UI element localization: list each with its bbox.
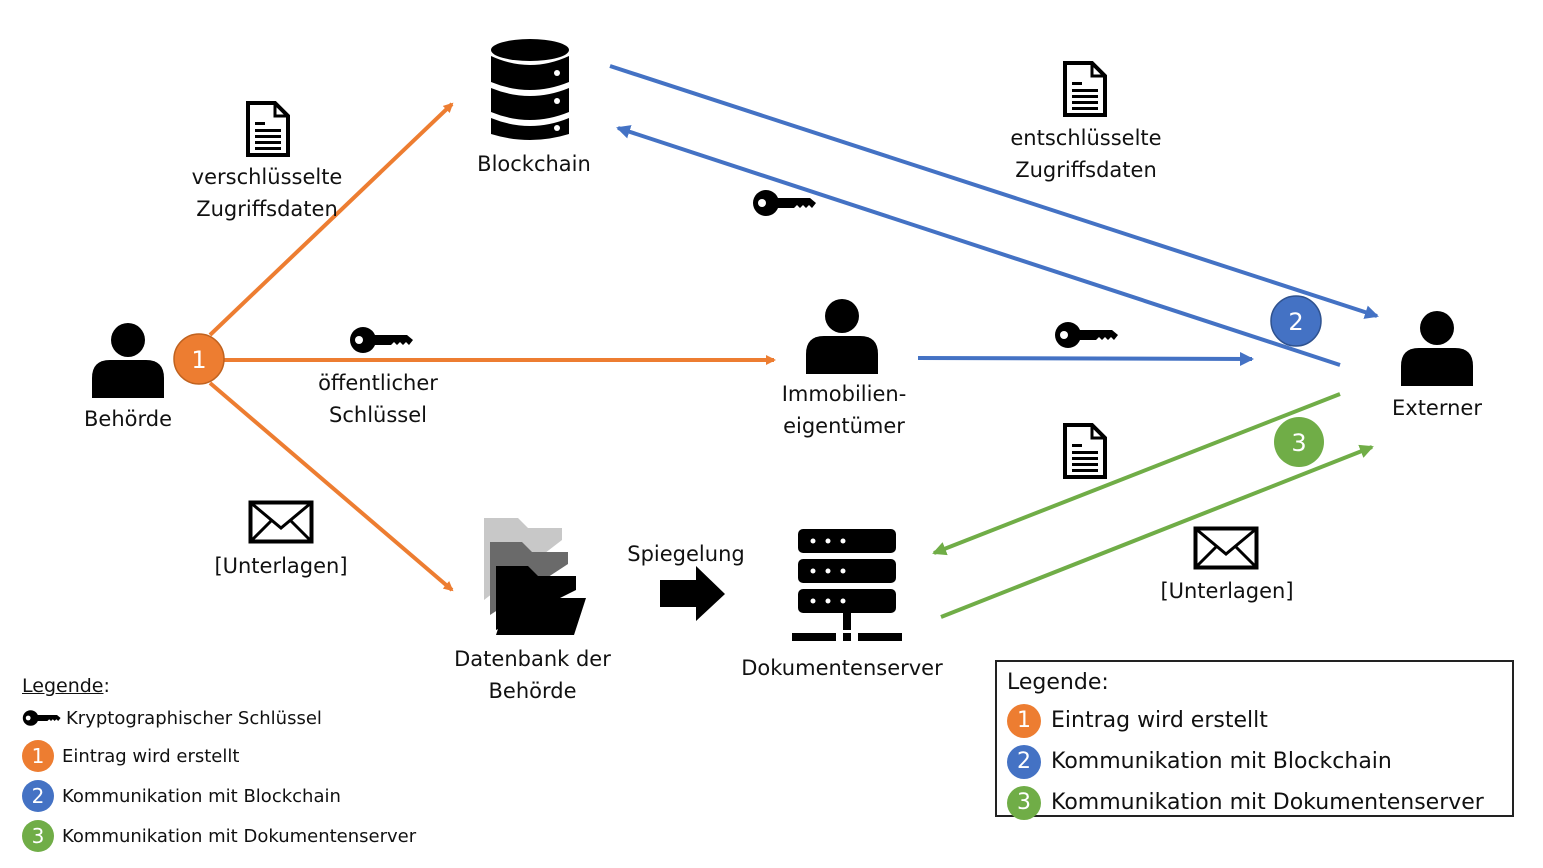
key-icon-externer <box>1055 322 1118 348</box>
key-icon-blockchain <box>753 190 816 216</box>
legend-right-item-3: 3 Kommunikation mit Dokumentenserver <box>1007 782 1502 823</box>
arrow-right-icon <box>660 566 725 621</box>
edge-externer-blockchain <box>616 125 1341 367</box>
legend-left-badge-3: 3 <box>22 820 54 852</box>
legend-left-title-suffix: : <box>103 675 110 697</box>
step-badge-3-number: 3 <box>1291 429 1306 457</box>
step-badge-1: 1 <box>173 333 225 385</box>
node-label-datenbank-line2: Behörde <box>488 679 577 703</box>
legend-left-title: Legende <box>22 675 104 697</box>
edge-behoerde-datenbank <box>208 381 454 592</box>
edge-eigentuemer-externer <box>917 351 1254 366</box>
edge-label-spiegelung: Spiegelung <box>627 542 745 566</box>
edge-label-oeffentlich-line2: Schlüssel <box>329 403 427 427</box>
edge-label-unterlagen-right: [Unterlagen] <box>1160 579 1294 603</box>
edge-label-oeffentlich: öffentlicher Schlüssel <box>300 367 456 431</box>
legend-left-title-row: Legende: <box>22 672 416 700</box>
legend-left-item-key: Kryptographischer Schlüssel <box>22 700 416 736</box>
edge-label-verschluesselt-line2: Zugriffsdaten <box>196 197 338 221</box>
legend-left-badge-1: 1 <box>22 740 54 772</box>
step-badge-2: 2 <box>1270 295 1322 347</box>
legend-left-item-3-text: Kommunikation mit Dokumentenserver <box>62 825 417 847</box>
legend-left-item-1-text: Eintrag wird erstellt <box>62 745 240 767</box>
edge-dokumentenserver-externer <box>940 444 1374 619</box>
key-icon-oeffentlich <box>350 327 413 353</box>
legend-right-item-1: 1 Eintrag wird erstellt <box>1007 700 1502 741</box>
legend-left-badge-2: 2 <box>22 780 54 812</box>
edge-blockchain-externer <box>609 64 1379 319</box>
person-icon-behoerde <box>92 323 164 398</box>
node-label-datenbank: Datenbank der Behörde <box>440 643 625 707</box>
legend-right-item-2: 2 Kommunikation mit Blockchain <box>1007 741 1502 782</box>
edge-behoerde-blockchain <box>208 102 454 337</box>
node-label-eigentuemer: Immobilien- eigentümer <box>762 378 926 442</box>
folders-icon <box>484 518 586 635</box>
step-badge-1-number: 1 <box>191 346 206 374</box>
node-label-externer: Externer <box>1392 396 1482 420</box>
legend-right-badge-3: 3 <box>1007 785 1041 820</box>
edge-label-verschluesselt-line1: verschlüsselte <box>191 165 343 189</box>
legend-right-badge-2: 2 <box>1007 744 1041 779</box>
legend-left: Legende: Kryptographischer Schlüssel 1 E… <box>22 672 416 856</box>
document-icon-dokumentenserver <box>1063 423 1107 479</box>
step-badge-2-number: 2 <box>1288 308 1303 336</box>
legend-left-item-2: 2 Kommunikation mit Blockchain <box>22 776 416 816</box>
legend-right: Legende: 1 Eintrag wird erstellt 2 Kommu… <box>995 660 1514 820</box>
key-icon <box>22 710 61 726</box>
node-label-eigentuemer-line1: Immobilien- <box>781 382 907 406</box>
node-label-datenbank-line1: Datenbank der <box>454 647 611 671</box>
document-icon-verschluesselt <box>246 101 290 157</box>
legend-left-item-2-text: Kommunikation mit Blockchain <box>62 785 341 807</box>
database-icon <box>491 39 569 140</box>
legend-right-badge-1: 1 <box>1007 703 1041 738</box>
node-label-dokumentenserver: Dokumentenserver <box>741 656 943 680</box>
person-icon-externer <box>1401 311 1473 386</box>
node-label-behoerde: Behörde <box>84 407 172 431</box>
edge-label-entschluesselt-line1: entschlüsselte <box>1010 126 1162 150</box>
edge-externer-dokumentenserver <box>932 392 1341 556</box>
node-label-eigentuemer-line2: eigentümer <box>783 414 905 438</box>
envelope-icon-right <box>1193 526 1259 570</box>
legend-right-item-3-text: Kommunikation mit Dokumentenserver <box>1051 790 1484 815</box>
step-badge-3: 3 <box>1274 417 1324 467</box>
node-label-blockchain: Blockchain <box>477 152 591 176</box>
document-icon-entschluesselt <box>1063 61 1107 117</box>
person-icon-eigentuemer <box>806 299 878 374</box>
server-icon <box>792 529 902 641</box>
edge-label-unterlagen-left: [Unterlagen] <box>214 554 348 578</box>
legend-right-title: Legende: <box>1007 670 1109 695</box>
legend-left-item-1: 1 Eintrag wird erstellt <box>22 736 416 776</box>
legend-right-item-1-text: Eintrag wird erstellt <box>1051 708 1268 733</box>
edge-label-entschluesselt: entschlüsselte Zugriffsdaten <box>988 122 1184 186</box>
legend-left-item-key-text: Kryptographischer Schlüssel <box>66 707 322 729</box>
legend-right-item-2-text: Kommunikation mit Blockchain <box>1051 749 1392 774</box>
envelope-icon-left <box>248 500 314 544</box>
legend-left-item-3: 3 Kommunikation mit Dokumentenserver <box>22 816 416 856</box>
edge-label-oeffentlich-line1: öffentlicher <box>318 371 438 395</box>
edge-label-verschluesselt: verschlüsselte Zugriffsdaten <box>172 161 362 225</box>
edge-label-entschluesselt-line2: Zugriffsdaten <box>1015 158 1157 182</box>
